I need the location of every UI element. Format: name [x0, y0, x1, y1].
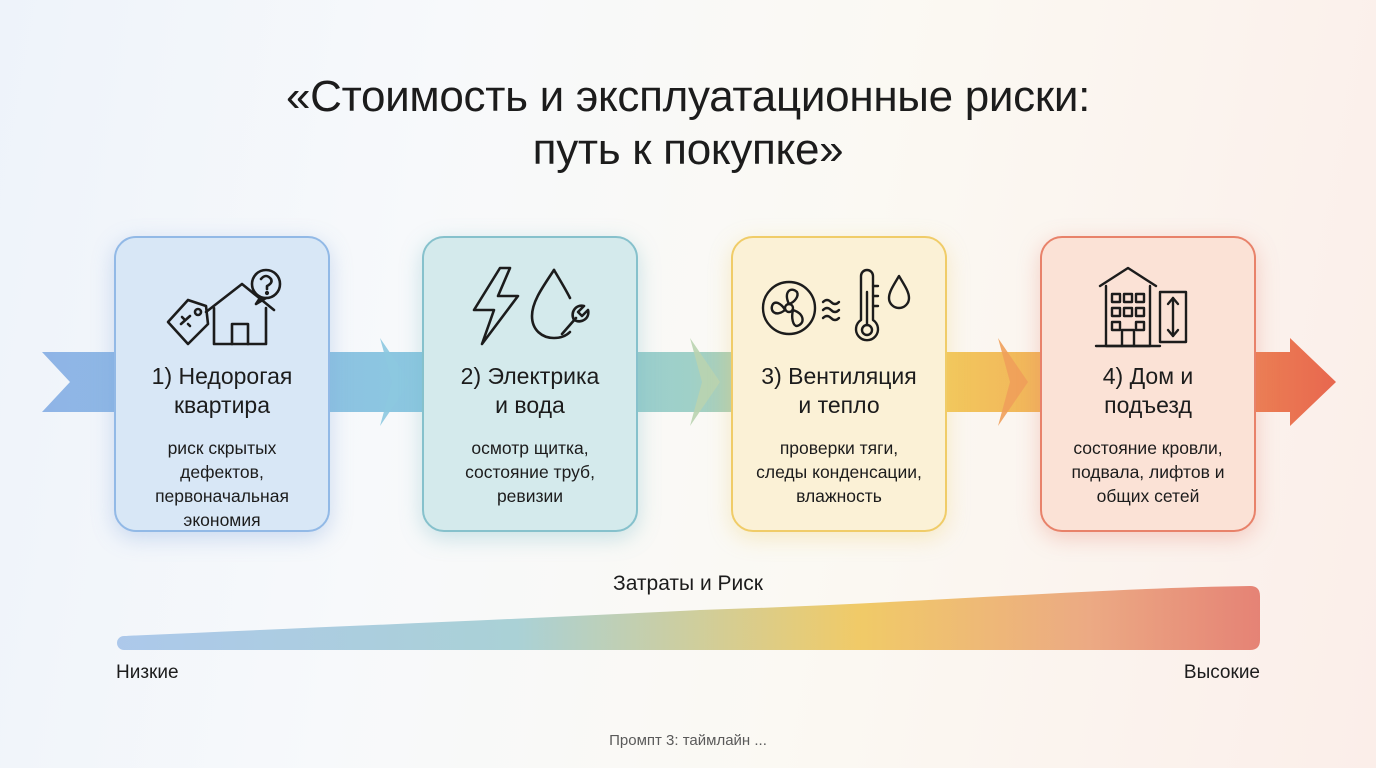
scale-label: Затраты и Риск	[613, 572, 763, 595]
stage-3-heading: 3) Вентиляция и тепло	[761, 363, 917, 418]
title-line-2: путь к покупке»	[532, 125, 844, 174]
footer-caption: Промпт 3: таймлайн ...	[609, 732, 767, 749]
title-line-1: «Стоимость и эксплуатационные риски:	[285, 72, 1091, 121]
thermometer-icon	[854, 268, 880, 342]
water-drop-wrench-icon	[530, 268, 590, 340]
chevron-3	[998, 338, 1028, 426]
stage-2-heading: 2) Электрика и вода	[460, 363, 600, 418]
lightning-icon	[472, 266, 520, 346]
stage-card-3: 3) Вентиляция и тепло проверки тяги, сле…	[731, 236, 947, 532]
stage-card-1: 1) Недорогая квартира риск скрытых дефек…	[114, 236, 330, 532]
cost-risk-wedge	[117, 586, 1260, 650]
stage-2-description: осмотр щитка, состояние труб, ревизии	[465, 438, 595, 506]
stage-1-icons	[116, 262, 332, 350]
stage-3-description: проверки тяги, следы конденсации, влажно…	[756, 438, 922, 506]
stage-4-heading: 4) Дом и подъезд	[1102, 363, 1194, 418]
airflow-icon	[821, 298, 841, 322]
page-title: «Стоимость и эксплуатационные риски: пут…	[0, 70, 1376, 176]
stage-3-icons	[733, 262, 949, 350]
scale-high-label: Высокие	[1183, 662, 1260, 683]
chevron-2	[690, 338, 720, 426]
droplet-icon	[887, 274, 911, 310]
stage-1-heading: 1) Недорогая квартира	[151, 363, 293, 418]
elevator-icon	[1158, 290, 1188, 344]
stage-card-2: 2) Электрика и вода осмотр щитка, состоя…	[422, 236, 638, 532]
stage-card-4: 4) Дом и подъезд состояние кровли, подва…	[1040, 236, 1256, 532]
apartment-building-icon	[1094, 266, 1162, 348]
scale-low-label: Низкие	[116, 662, 179, 683]
fan-icon	[761, 280, 817, 336]
stage-1-description: риск скрытых дефектов, первоначальная эк…	[155, 438, 289, 530]
chevron-1	[380, 338, 410, 426]
question-bubble-icon	[250, 268, 282, 306]
house-icon	[204, 282, 276, 346]
stage-4-description: состояние кровли, подвала, лифтов и общи…	[1071, 438, 1225, 506]
timeline-arrow	[42, 338, 1336, 426]
stage-2-icons	[424, 262, 640, 350]
wedge-shape	[117, 586, 1260, 650]
stage-4-icons	[1042, 262, 1258, 350]
price-tag-icon	[166, 298, 210, 346]
